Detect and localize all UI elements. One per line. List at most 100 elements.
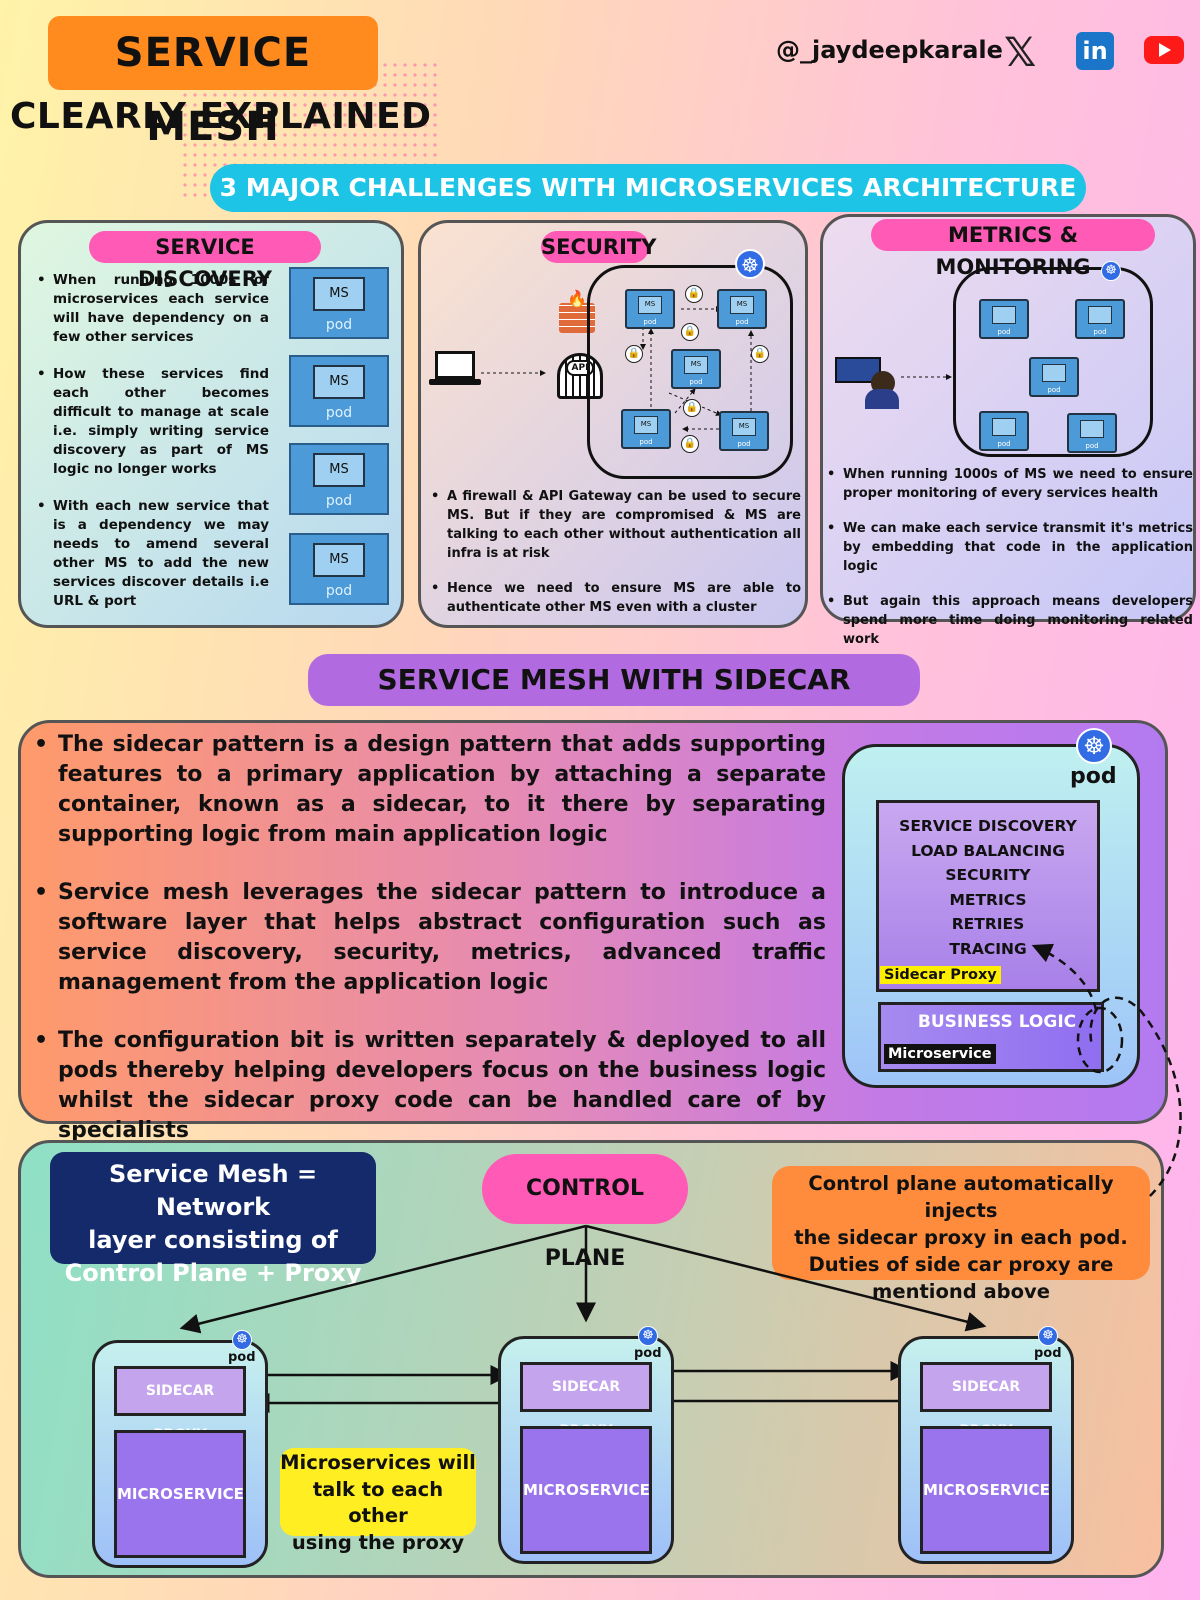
kubernetes-icon: ☸ xyxy=(735,249,765,279)
pod-node: pod xyxy=(1075,299,1125,339)
page-title: SERVICE MESH xyxy=(48,16,378,150)
pod-node: pod xyxy=(979,411,1029,451)
list-item: We can make each service transmit it's m… xyxy=(827,519,1193,576)
list-item: Service mesh leverages the sidecar patte… xyxy=(30,878,826,998)
note-line: Control plane automatically injects xyxy=(808,1172,1114,1222)
list-item: How these services find each other becom… xyxy=(37,365,269,479)
microservice: MICROSERVICE xyxy=(520,1426,652,1554)
proxy-feature-list: SERVICE DISCOVERY LOAD BALANCING SECURIT… xyxy=(876,814,1100,961)
note-line: using the proxy xyxy=(291,1530,465,1554)
page-subtitle: CLEARLY EXPLAINED xyxy=(10,96,432,137)
list-item: But again this approach means developers… xyxy=(827,592,1193,649)
note-line: the sidecar proxy in each pod. xyxy=(794,1226,1128,1249)
youtube-icon[interactable] xyxy=(1144,36,1184,64)
security-diagram-lines xyxy=(481,306,754,432)
security-title: SECURITY xyxy=(541,231,656,263)
business-logic-title: BUSINESS LOGIC xyxy=(917,1012,1077,1032)
list-item: A firewall & API Gateway can be used to … xyxy=(431,487,801,563)
note-line: Microservices will xyxy=(280,1451,476,1474)
definition-line: Service Mesh = Network xyxy=(108,1160,318,1221)
sidecar-bullets: The sidecar pattern is a design pattern … xyxy=(30,730,826,1174)
feature-item: METRICS xyxy=(949,890,1027,909)
pod-label: pod xyxy=(228,1350,256,1365)
pod-label: pod xyxy=(1034,1346,1062,1361)
x-icon[interactable]: 𝕏 xyxy=(1004,30,1037,76)
pod-label: pod xyxy=(634,1346,662,1361)
note-line: talk to each other xyxy=(312,1477,444,1528)
injection-note: Control plane automatically injects the … xyxy=(772,1166,1150,1303)
definition-line: layer consisting of xyxy=(88,1226,338,1254)
ms-label: MS xyxy=(313,453,365,487)
note-line: mentiond above xyxy=(872,1280,1050,1303)
kubernetes-icon: ☸ xyxy=(1038,1326,1058,1346)
service-discovery-bullets: When running 1000s of microservices each… xyxy=(37,271,269,629)
sidecar-proxy-box xyxy=(876,800,1100,992)
microservice: MICROSERVICE xyxy=(920,1426,1052,1554)
lock-icon: 🔒 xyxy=(683,399,701,417)
ms-label: MS xyxy=(313,543,365,577)
pod-node: pod xyxy=(1067,413,1117,453)
ms-pod-box: MS pod xyxy=(289,533,389,605)
api-gateway-icon: API xyxy=(557,353,603,399)
feature-item: SECURITY xyxy=(945,866,1031,884)
proxy-communication-note: Microservices will talk to each other us… xyxy=(280,1448,476,1554)
microservice-tag: Microservice xyxy=(884,1044,996,1064)
pod-label: pod xyxy=(325,317,353,333)
kubernetes-icon: ☸ xyxy=(1076,728,1112,764)
feature-item: SERVICE DISCOVERY xyxy=(899,817,1077,835)
metrics-panel: METRICS & MONITORING ☸ pod pod pod pod p… xyxy=(820,214,1196,647)
kubernetes-icon: ☸ xyxy=(232,1330,252,1350)
ms-pod-box: MS pod xyxy=(289,443,389,515)
note-line: Duties of side car proxy are xyxy=(808,1253,1114,1276)
control-plane: CONTROL PLANE xyxy=(482,1154,688,1271)
pod-node: pod xyxy=(979,299,1029,339)
security-bullets: A firewall & API Gateway can be used to … xyxy=(431,487,801,635)
sidecar-proxy: SIDECAR PROXY xyxy=(920,1362,1052,1439)
list-item: Hence we need to ensure MS are able to a… xyxy=(431,579,801,617)
pod-label: pod xyxy=(1070,764,1117,789)
kubernetes-icon: ☸ xyxy=(638,1326,658,1346)
list-item: When running 1000s of MS we need to ensu… xyxy=(827,465,1193,503)
lock-icon: 🔒 xyxy=(625,345,643,363)
sidecar-proxy-tag: Sidecar Proxy xyxy=(880,966,1001,984)
linkedin-icon[interactable]: in xyxy=(1076,32,1114,70)
monitoring-person-icon xyxy=(835,357,899,409)
list-item: With each new service that is a dependen… xyxy=(37,497,269,611)
metrics-bullets: When running 1000s of MS we need to ensu… xyxy=(827,465,1193,667)
lock-icon: 🔒 xyxy=(751,345,769,363)
pod-node: pod xyxy=(1029,357,1079,397)
ms-label: MS xyxy=(313,277,365,311)
ms-pod-box: MS pod xyxy=(289,267,389,339)
kubernetes-icon: ☸ xyxy=(1101,261,1121,281)
microservice: MICROSERVICE xyxy=(114,1430,246,1558)
laptop-icon xyxy=(429,351,481,391)
list-item: When running 1000s of microservices each… xyxy=(37,271,269,347)
sidecar-proxy: SIDECAR PROXY xyxy=(520,1362,652,1439)
pod-label: pod xyxy=(325,405,353,421)
cluster-boundary xyxy=(953,267,1153,457)
lock-icon: 🔒 xyxy=(681,435,699,453)
author-handle[interactable]: @_jaydeepkarale xyxy=(776,36,1003,64)
challenges-heading: 3 MAJOR CHALLENGES WITH MICROSERVICES AR… xyxy=(210,164,1086,212)
cluster-boundary xyxy=(587,265,793,479)
lock-icon: 🔒 xyxy=(681,323,699,341)
feature-item: TRACING xyxy=(949,939,1027,958)
ms-label: MS xyxy=(313,365,365,399)
pod-label: pod xyxy=(325,493,353,509)
service-mesh-definition: Service Mesh = Network layer consisting … xyxy=(50,1152,376,1287)
lock-icon: 🔒 xyxy=(685,285,703,303)
feature-item: RETRIES xyxy=(951,915,1025,933)
feature-item: LOAD BALANCING xyxy=(911,841,1065,860)
sidecar-proxy: SIDECAR PROXY xyxy=(114,1366,246,1443)
monitoring-arrow xyxy=(901,374,952,380)
definition-line: Control Plane + Proxy xyxy=(64,1259,362,1287)
list-item: The configuration bit is written separat… xyxy=(30,1026,826,1146)
service-discovery-panel: SERVICE DISCOVERY When running 1000s of … xyxy=(18,220,404,628)
